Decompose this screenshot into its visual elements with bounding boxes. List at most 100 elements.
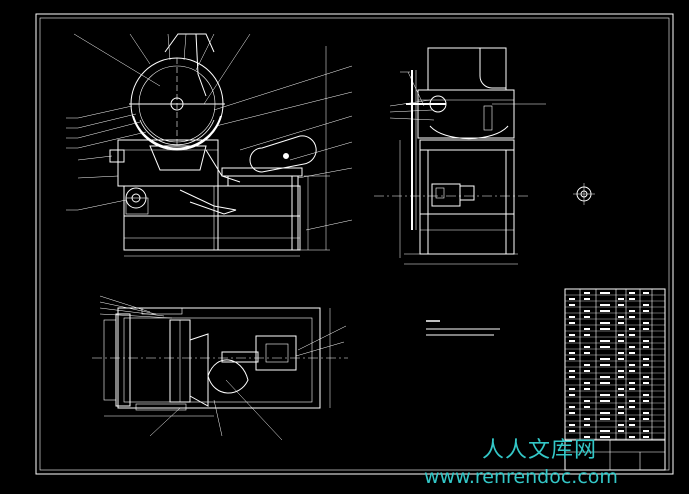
top-view bbox=[92, 295, 348, 441]
parts-list-glyph bbox=[643, 340, 649, 342]
parts-list-glyph bbox=[643, 364, 649, 366]
parts-list-glyph bbox=[618, 424, 624, 426]
parts-list-glyph bbox=[629, 316, 635, 318]
parts-list-glyph bbox=[629, 334, 635, 336]
parts-list-glyph bbox=[618, 388, 624, 390]
parts-list-glyph bbox=[600, 340, 610, 342]
parts-list-glyph bbox=[600, 382, 610, 384]
watermark-site-name: 人人文库网 bbox=[482, 438, 598, 463]
parts-list-glyph bbox=[629, 310, 635, 312]
parts-list-glyph bbox=[629, 370, 635, 372]
parts-list-glyph bbox=[629, 364, 635, 366]
parts-list-glyph bbox=[600, 346, 610, 348]
parts-list-glyph bbox=[569, 376, 575, 378]
parts-list-glyph bbox=[618, 298, 624, 300]
parts-list-glyph bbox=[643, 310, 649, 312]
parts-list-glyph bbox=[629, 328, 635, 330]
parts-list-glyph bbox=[569, 412, 575, 414]
parts-list-glyph bbox=[618, 334, 624, 336]
parts-list-glyph bbox=[584, 292, 590, 294]
parts-list-glyph bbox=[643, 304, 649, 306]
parts-list-glyph bbox=[618, 316, 624, 318]
parts-list-glyph bbox=[584, 436, 590, 438]
parts-list-glyph bbox=[600, 328, 610, 330]
technical-notes-block bbox=[426, 320, 500, 336]
parts-list-glyph bbox=[569, 394, 575, 396]
watermark-url: www.renrendoc.com bbox=[424, 466, 618, 488]
parts-list-glyph bbox=[629, 388, 635, 390]
parts-list-glyph bbox=[643, 358, 649, 360]
front-view bbox=[66, 33, 353, 257]
parts-list-glyph bbox=[643, 376, 649, 378]
parts-list-glyph bbox=[629, 352, 635, 354]
parts-list-glyph bbox=[618, 394, 624, 396]
parts-list-glyph bbox=[569, 298, 575, 300]
parts-list-glyph bbox=[618, 340, 624, 342]
parts-list-glyph bbox=[629, 436, 635, 438]
parts-list-glyph bbox=[600, 400, 610, 402]
parts-list-glyph bbox=[629, 424, 635, 426]
parts-list-glyph bbox=[643, 400, 649, 402]
side-view bbox=[374, 47, 546, 265]
parts-list-glyph bbox=[618, 412, 624, 414]
parts-list-glyph bbox=[629, 346, 635, 348]
parts-list-glyph bbox=[643, 328, 649, 330]
parts-list-glyph bbox=[584, 310, 590, 312]
parts-list-glyph bbox=[643, 322, 649, 324]
parts-list-glyph bbox=[584, 298, 590, 300]
parts-list-glyph bbox=[600, 430, 610, 432]
parts-list-glyph bbox=[618, 352, 624, 354]
parts-list-glyph bbox=[643, 292, 649, 294]
parts-list-glyph bbox=[569, 358, 575, 360]
parts-list-glyph bbox=[600, 436, 610, 438]
parts-list-glyph bbox=[569, 406, 575, 408]
parts-list-glyph bbox=[618, 358, 624, 360]
parts-list-glyph bbox=[584, 334, 590, 336]
parts-list-rows bbox=[565, 294, 665, 440]
parts-list-glyph bbox=[584, 346, 590, 348]
parts-list-glyph bbox=[584, 328, 590, 330]
parts-list-glyph bbox=[569, 370, 575, 372]
parts-list-glyph bbox=[600, 376, 610, 378]
parts-list-glyph bbox=[618, 322, 624, 324]
parts-list-glyph bbox=[600, 364, 610, 366]
parts-list-glyph bbox=[569, 424, 575, 426]
parts-list-glyph bbox=[629, 382, 635, 384]
parts-list-marks bbox=[569, 292, 649, 438]
parts-list-glyph bbox=[584, 364, 590, 366]
parts-list-glyph bbox=[584, 370, 590, 372]
parts-list-glyph bbox=[584, 382, 590, 384]
parts-list-glyph bbox=[584, 316, 590, 318]
parts-list-glyph bbox=[600, 322, 610, 324]
parts-list-glyph bbox=[618, 370, 624, 372]
parts-list-glyph bbox=[600, 304, 610, 306]
parts-list-glyph bbox=[643, 430, 649, 432]
parts-list-glyph bbox=[643, 382, 649, 384]
parts-list-glyph bbox=[569, 430, 575, 432]
outer-border bbox=[35, 13, 674, 475]
parts-list-glyph bbox=[600, 412, 610, 414]
parts-list-glyph bbox=[584, 352, 590, 354]
parts-list-glyph bbox=[569, 322, 575, 324]
parts-list-glyph bbox=[600, 394, 610, 396]
parts-list-glyph bbox=[584, 418, 590, 420]
parts-list-glyph bbox=[600, 418, 610, 420]
parts-list-glyph bbox=[569, 316, 575, 318]
inner-border bbox=[39, 17, 670, 471]
parts-list-glyph bbox=[600, 292, 610, 294]
parts-list-glyph bbox=[569, 388, 575, 390]
parts-list-glyph bbox=[629, 292, 635, 294]
parts-list-glyph bbox=[584, 388, 590, 390]
parts-list-glyph bbox=[600, 358, 610, 360]
parts-list-glyph bbox=[629, 400, 635, 402]
parts-list-glyph bbox=[569, 352, 575, 354]
parts-list-glyph bbox=[643, 412, 649, 414]
parts-list-glyph bbox=[629, 418, 635, 420]
parts-list-glyph bbox=[618, 376, 624, 378]
parts-list-glyph bbox=[569, 334, 575, 336]
parts-list-glyph bbox=[600, 310, 610, 312]
parts-list-glyph bbox=[629, 298, 635, 300]
detail-symbol bbox=[573, 183, 595, 205]
